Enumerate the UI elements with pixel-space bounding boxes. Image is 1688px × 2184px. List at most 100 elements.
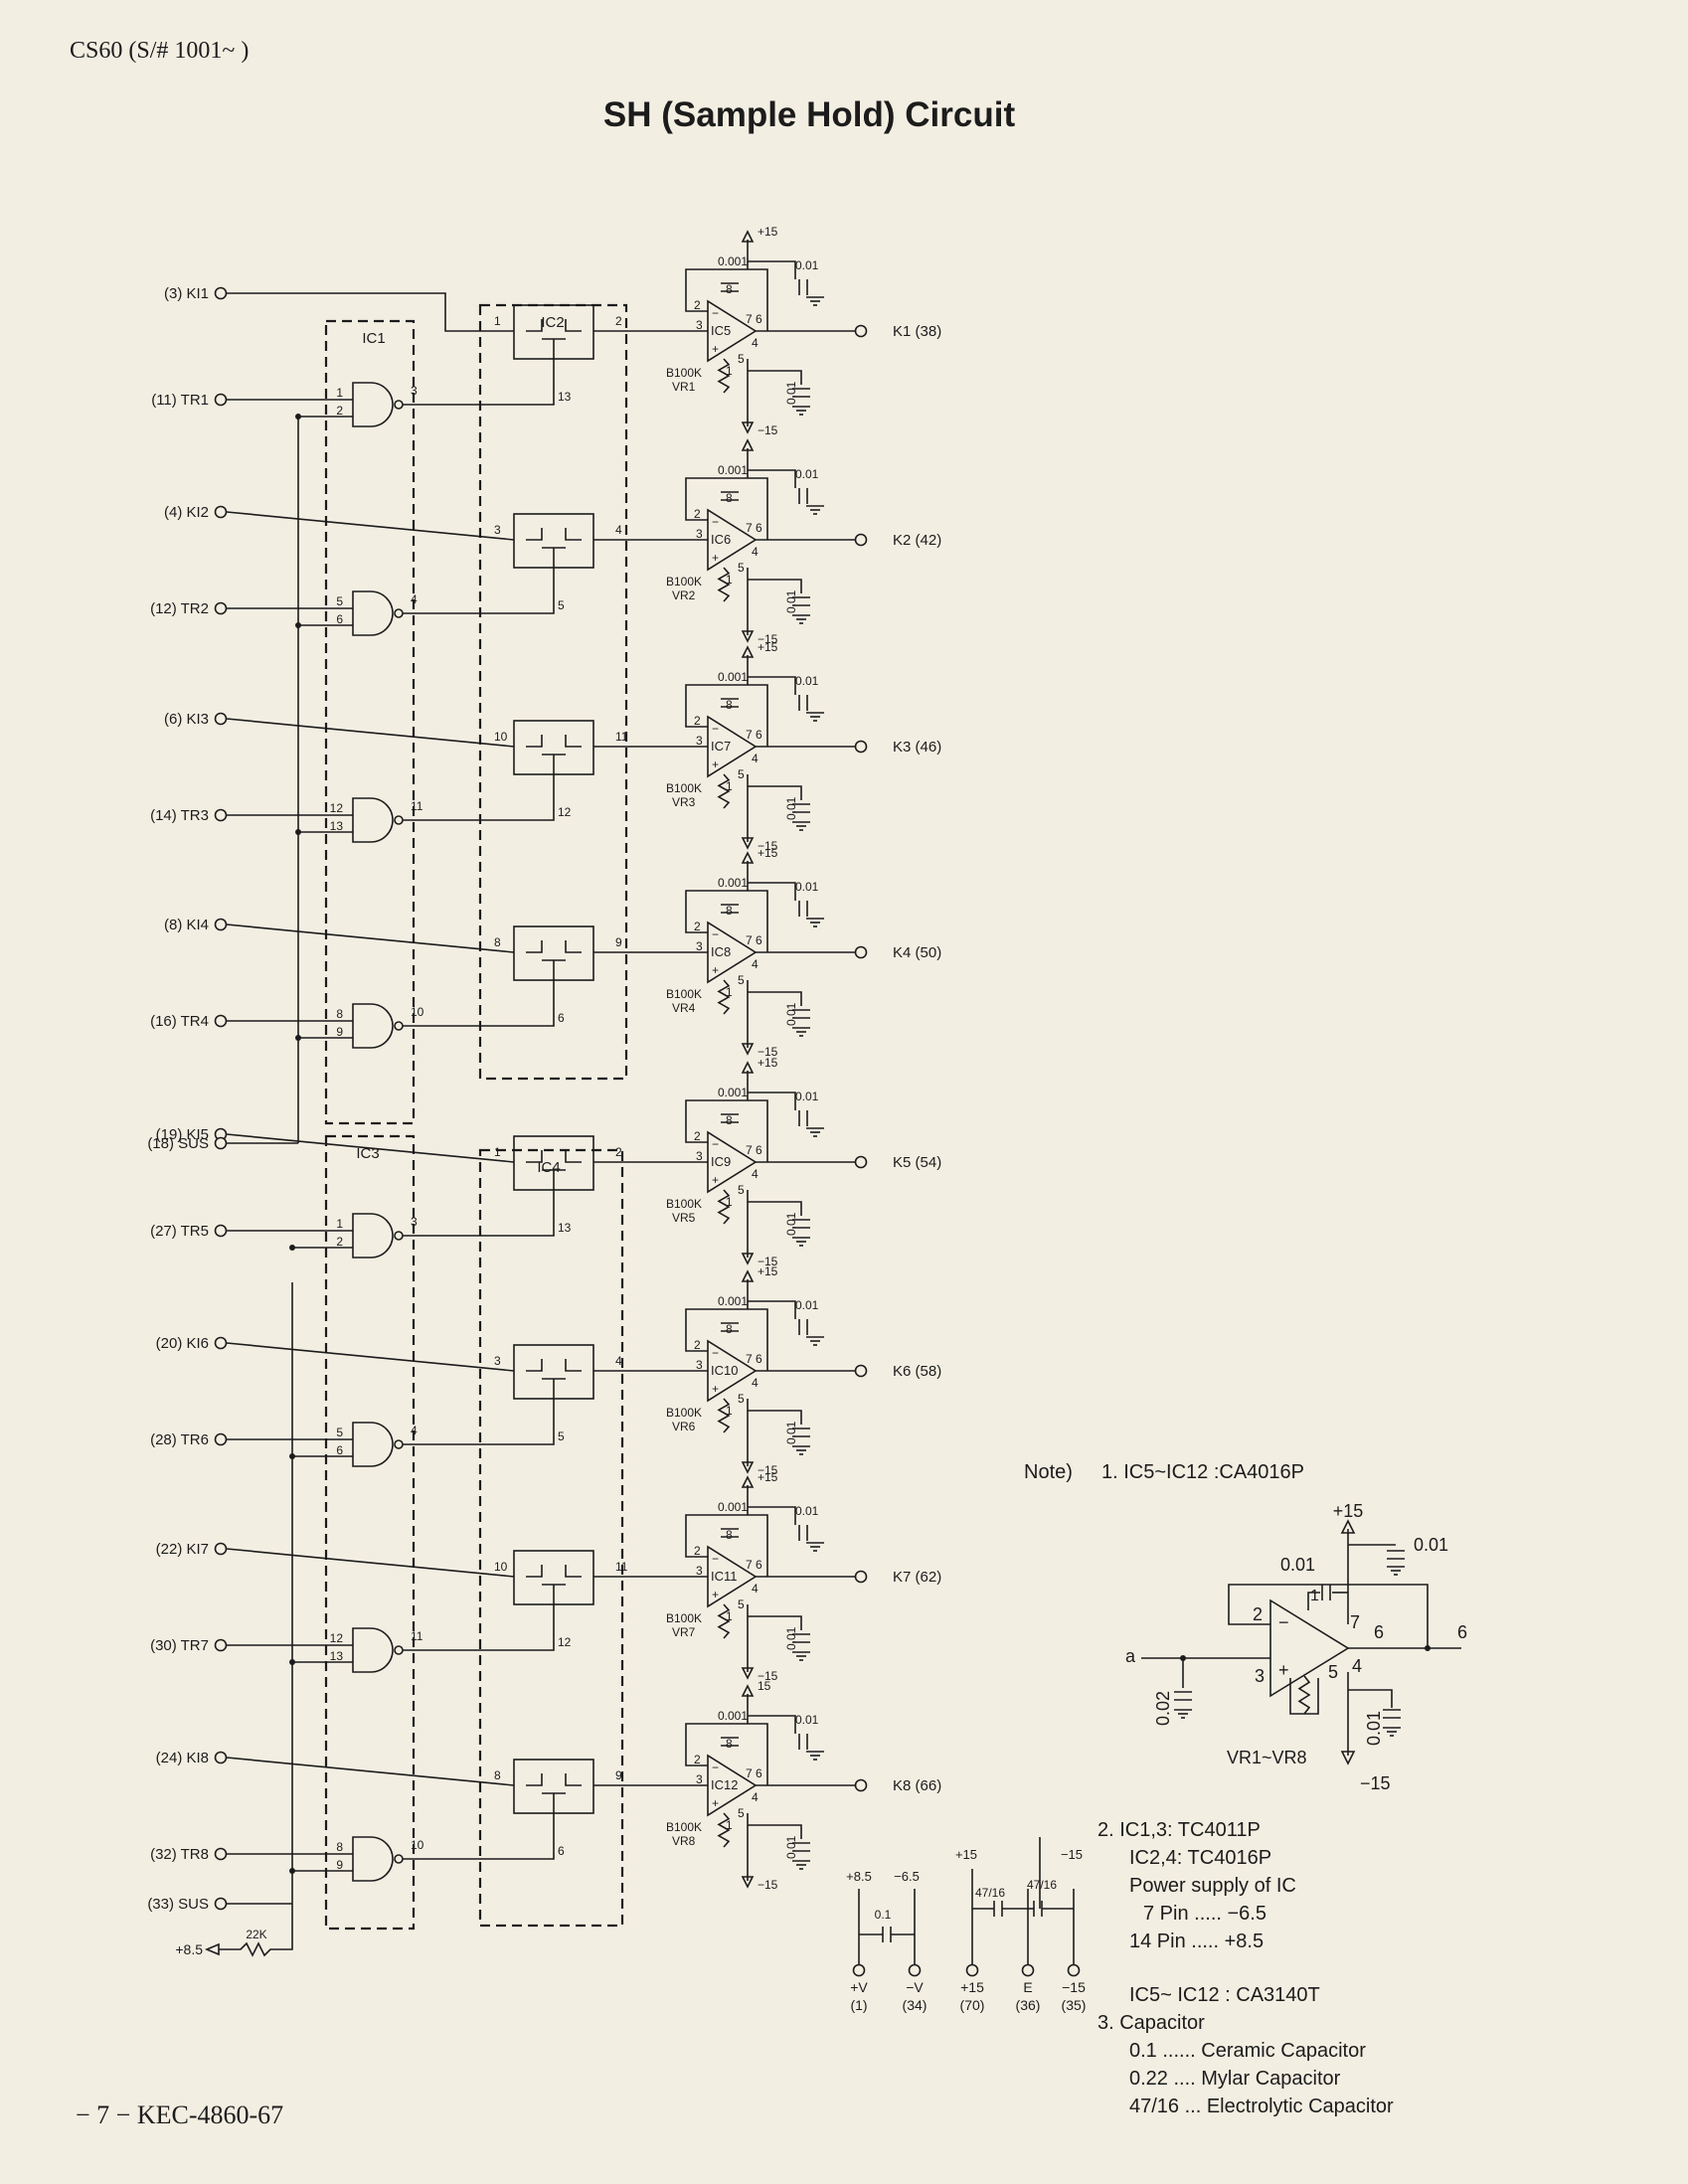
switch-contact	[565, 319, 582, 332]
nand-pin-label: 9	[336, 1025, 343, 1039]
nand-pin-label: 3	[411, 384, 418, 398]
opamp-pin-label: 2	[694, 298, 701, 312]
switch-contact	[565, 1565, 582, 1578]
switch-pin-label: 12	[558, 805, 572, 819]
opamp-sign: +	[712, 551, 719, 565]
opamp-pin-label: 7	[746, 1143, 753, 1157]
nand-gate-icon	[352, 1422, 394, 1467]
trimmer-label: VR8	[672, 1834, 696, 1848]
opamp-pin-label: 2	[694, 507, 701, 521]
detail-vr-label: VR1~VR8	[1227, 1748, 1307, 1767]
note-2c: Power supply of IC	[1129, 1875, 1296, 1897]
junction-dot	[295, 622, 301, 628]
opamp-pin-label: 1	[726, 1404, 733, 1418]
opamp-sign: +	[712, 342, 719, 356]
detail-cap-label: 0.01	[1364, 1711, 1384, 1746]
note-2b: IC2,4: TC4016P	[1129, 1847, 1272, 1869]
ic4-enclosure	[478, 1148, 624, 1928]
trimmer-label: VR2	[672, 588, 696, 602]
plus-arrow-icon	[741, 1684, 755, 1697]
ki-input-label: (22) KI7	[156, 1541, 209, 1558]
trimmer-icon	[717, 1398, 731, 1433]
cap-value-label: 0.01	[784, 1626, 798, 1650]
power-rail-label: +15	[955, 1847, 977, 1862]
terminal-icon	[214, 1014, 228, 1028]
output-label: K6 (58)	[893, 1363, 941, 1380]
nand-bubble-icon	[394, 1439, 404, 1449]
terminal-icon	[854, 1570, 868, 1584]
trimmer-label: B100K	[666, 1197, 702, 1211]
nand-bubble-icon	[394, 1854, 404, 1864]
ic3-enclosure-label: IC3	[356, 1145, 379, 1162]
nand-bubble-icon	[394, 1645, 404, 1655]
opamp-pin-label: 2	[694, 714, 701, 728]
opamp-pin-label: 6	[756, 1766, 762, 1780]
cap-value-label: 0.01	[795, 674, 819, 688]
pullup-arrow-icon	[204, 1942, 220, 1956]
opamp-sign: +	[712, 1796, 719, 1810]
cap-value-label: 0.01	[795, 1713, 819, 1727]
opamp-pin-label: 3	[696, 734, 703, 748]
opamp-pin-label: 3	[696, 1564, 703, 1578]
terminal-icon	[854, 1155, 868, 1169]
control-wire	[403, 568, 555, 614]
plus-arrow-icon	[741, 851, 755, 864]
detail-plus-label: +15	[1333, 1501, 1364, 1521]
trimmer-label: B100K	[666, 1406, 702, 1420]
ki-input-label: (8) KI4	[164, 917, 209, 933]
output-label: K2 (42)	[893, 532, 941, 549]
model-header: CS60 (S/# 1001~ )	[70, 38, 250, 64]
opamp-pin-label: 4	[752, 1376, 759, 1390]
trimmer-icon	[717, 773, 731, 809]
terminal-icon	[214, 1638, 228, 1652]
switch-contact	[526, 940, 543, 953]
plus-rail-label: +15	[758, 1056, 778, 1070]
switch-pin-label: 11	[615, 1560, 628, 1574]
cap-value-label: 0.01	[795, 880, 819, 894]
opamp-pin-label: 3	[696, 1149, 703, 1163]
terminal-icon	[214, 808, 228, 822]
opamp-label: IC6	[711, 532, 731, 547]
power-term-pin: (36)	[1016, 1997, 1041, 2013]
opamp-pin-label: 5	[738, 767, 745, 781]
opamp-pin-label: 6	[756, 312, 762, 326]
switch-contact	[526, 1773, 543, 1786]
trimmer-label: VR3	[672, 795, 696, 809]
opamp-pin-label: 4	[752, 1582, 759, 1596]
detail-minus-arrow-icon	[1340, 1751, 1356, 1765]
switch-pin-label: 10	[494, 730, 508, 744]
tr-input-label: (28) TR6	[150, 1431, 209, 1448]
junction-dot	[289, 1245, 295, 1251]
ki-wire	[226, 1757, 515, 1786]
opamp-pin-label: 7	[746, 1352, 753, 1366]
feedback-wire	[685, 890, 768, 952]
opamp-pin-label: 2	[694, 1129, 701, 1143]
nand-pin-label: 6	[336, 1443, 343, 1457]
nand-gate-icon	[352, 1213, 394, 1259]
terminal-icon	[214, 393, 228, 407]
bypass-wire	[748, 1092, 796, 1110]
page-title: SH (Sample Hold) Circuit	[602, 95, 1016, 134]
opamp-pin-label: 1	[726, 1818, 733, 1832]
opamp-pin-label: 3	[696, 318, 703, 332]
trimmer-label: VR7	[672, 1625, 696, 1639]
cap-value-label: 0.01	[784, 796, 798, 820]
tr-input-label: (32) TR8	[150, 1846, 209, 1863]
nand-bubble-icon	[394, 1231, 404, 1241]
opamp-label: IC9	[711, 1154, 731, 1169]
nand-pin-label: 12	[330, 1631, 344, 1645]
plus-rail-label: +15	[758, 846, 778, 860]
nand-pin-label: 10	[411, 1005, 424, 1019]
detail-sign: −	[1278, 1612, 1289, 1632]
cap-value-label: 0.01	[784, 381, 798, 405]
switch-contact	[565, 1150, 582, 1163]
pullup-resistor-icon	[219, 1938, 293, 1957]
detail-bypass-wire	[1348, 1689, 1393, 1708]
switch-contact	[526, 1150, 543, 1163]
power-rail-label: −6.5	[894, 1869, 920, 1884]
nand-bubble-icon	[394, 1021, 404, 1031]
power-term-pin: (35)	[1062, 1997, 1087, 2013]
switch-contact	[526, 735, 543, 748]
power-term-label: +V	[850, 1979, 868, 1995]
